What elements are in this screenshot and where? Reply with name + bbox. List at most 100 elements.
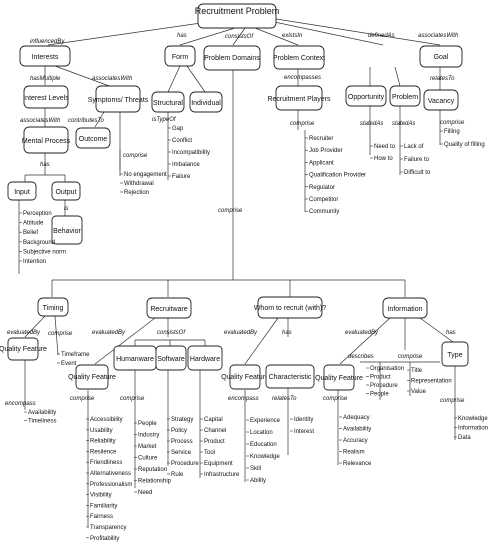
- rel-comprise-symptoms: comprise: [123, 153, 148, 159]
- leaf-type: Information: [458, 426, 488, 432]
- node-timing: Timing: [37, 297, 69, 317]
- root-label-line-1: Recruitment Problem: [195, 6, 280, 16]
- node-info-quality-label: Quality Feature: [315, 375, 363, 382]
- leaf-players: Community: [309, 209, 339, 215]
- node-whom-to-recruit: Whom to recruit (with)?: [254, 296, 326, 319]
- leaf-whom-quality: Skill: [250, 466, 261, 472]
- rel-stated-as-problem: statedAs: [392, 121, 415, 127]
- leaf-humanware: Industry: [138, 433, 159, 439]
- node-info-quality-feature: Quality Feature: [315, 364, 363, 391]
- rel-has-type: has: [446, 330, 456, 336]
- rel-relates-to: relatesTo: [430, 76, 455, 82]
- rel-has-mental: has: [40, 162, 50, 168]
- leaf-input: Background: [23, 240, 55, 246]
- leaf-problem: Lack of: [404, 144, 424, 150]
- rel-evaluated-by-whom: evaluatedBy: [224, 330, 258, 336]
- rel-comprise-type: comprise: [440, 398, 465, 404]
- rel-evaluated-by-information: evaluatedBy: [345, 330, 379, 336]
- node-structural: Structural: [151, 91, 185, 113]
- leaf-hardware: Equipment: [204, 461, 233, 467]
- node-humanware: Humanware: [113, 345, 157, 371]
- leaf-recruitware-quality: Alternativeness: [90, 471, 131, 477]
- leaf-info-comprise: Title: [411, 368, 423, 374]
- leaf-hardware: Infrastructure: [204, 472, 240, 478]
- node-problem-label: Problem: [392, 94, 418, 101]
- rel-comprise-humanware: comprise: [120, 396, 145, 402]
- rel-exists-in: existsIn: [282, 33, 303, 39]
- leaf-players: Applicant: [309, 160, 334, 166]
- node-hardware: Hardware: [187, 345, 223, 371]
- node-input-label: Input: [14, 189, 30, 196]
- rel-stated-as-opportunity: statedAs: [360, 121, 383, 127]
- leaf-humanware: Culture: [138, 456, 158, 462]
- rel-is: is: [64, 206, 68, 212]
- leaf-recruitware-quality: Friendliness: [90, 460, 122, 466]
- leaf-software: Rule: [171, 472, 184, 478]
- leaf-problem: Failure to: [404, 157, 430, 163]
- rel-encompasses: encompasses: [284, 75, 321, 81]
- node-symptoms-threats: Symptoms/ Threats: [88, 85, 149, 113]
- leaf-type: Knowledge: [458, 416, 488, 422]
- leaf-recruitware-quality: Resilence: [90, 449, 117, 455]
- leaf-timing-quality: Timeliness: [28, 419, 56, 425]
- leaf-players: Regulator: [309, 185, 335, 191]
- node-characteristic-label: Characteristic: [269, 374, 312, 381]
- node-whom-quality-feature: Quality Feature: [221, 364, 269, 390]
- rel-is-type-of: isTypeOf: [152, 117, 177, 123]
- node-type: Type: [441, 341, 469, 367]
- leaf-software: Procedure: [171, 461, 199, 467]
- rel-associates-with-mental: associatesWith: [20, 118, 61, 124]
- node-form-label: Form: [172, 54, 189, 61]
- leaf-input: Attitude: [23, 221, 44, 227]
- node-opportunity-label: Opportunity: [348, 94, 385, 101]
- node-form: Form: [164, 45, 196, 67]
- leaf-input: Subjective norm: [23, 249, 66, 255]
- rel-comprise-info-quality: comprise: [323, 396, 348, 402]
- node-software-label: Software: [157, 356, 185, 363]
- node-humanware-label: Humanware: [116, 356, 154, 363]
- rel-comprise-players: comprise: [290, 121, 315, 127]
- leaf-hardware: Product: [204, 439, 225, 445]
- leaf-symptoms: Withdrawal: [124, 181, 154, 187]
- rel-comprise-quality: comprise: [70, 396, 95, 402]
- node-whom-quality-label: Quality Feature: [221, 374, 269, 381]
- leaf-recruitware-quality: Fairness: [90, 514, 113, 520]
- rel-associates-with-goal: associatesWith: [418, 33, 459, 39]
- leaf-whom-quality: Location: [250, 430, 273, 436]
- leaf-players: Recruiter: [309, 136, 333, 142]
- rel-comprise-timing: comprise: [48, 331, 73, 337]
- leaf-info-describes: Procedure: [370, 383, 398, 389]
- leaf-recruitware-quality: Transparency: [90, 525, 126, 531]
- leaf-software: Policy: [171, 428, 187, 434]
- node-individual-label: Individual: [191, 100, 221, 107]
- node-recruitware: Recruitware: [146, 297, 192, 319]
- rel-defined-as: definedAs: [368, 33, 395, 39]
- leaf-hardware: Capital: [204, 417, 223, 423]
- leaf-whom-quality: Experience: [250, 418, 281, 424]
- rel-encompass-whom: encompass: [228, 396, 259, 402]
- leaf-software: Process: [171, 439, 193, 445]
- leaf-whom-quality: Knowledge: [250, 454, 280, 460]
- leaf-symptoms: Rejection: [124, 190, 149, 196]
- leaf-info-quality: Relevance: [343, 461, 372, 467]
- node-problem-domains: Problem Domains: [203, 45, 261, 71]
- node-interest-levels-label: Interest Levels: [23, 95, 69, 102]
- leaf-hardware: Tool: [204, 450, 215, 456]
- rel-contributes-to: contributesTo: [68, 118, 104, 124]
- node-timing-label: Timing: [43, 305, 64, 312]
- node-software: Software: [155, 345, 187, 371]
- node-characteristic: Characteristic: [265, 364, 315, 389]
- rel-comprise-vacancy: comprise: [440, 120, 465, 126]
- leaf-whom-quality: Education: [250, 442, 277, 448]
- rel-comprise-domains: comprise: [218, 208, 243, 214]
- rel-has-whom: has: [282, 330, 292, 336]
- node-information-label: Information: [387, 306, 422, 313]
- leaf-software: Service: [171, 450, 192, 456]
- node-recruitware-quality-feature: Quality Feature: [68, 364, 116, 390]
- leaf-structural: Gap: [172, 126, 184, 132]
- leaf-humanware: Reputation: [138, 467, 167, 473]
- node-output: Output: [51, 181, 81, 201]
- node-opportunity: Opportunity: [345, 85, 387, 107]
- leaf-software: Strategy: [171, 417, 193, 423]
